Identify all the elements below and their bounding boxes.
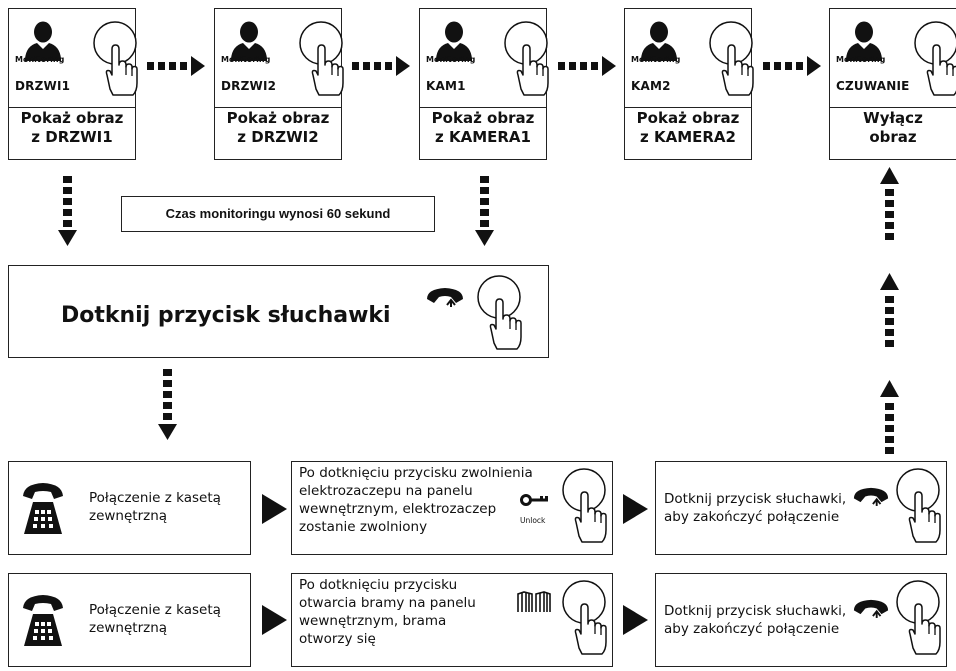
row1-unlock-text-1: Po dotknięciu przycisku zwolnienia <box>299 465 533 481</box>
row2-end-text-2: aby zakończyć połączenie <box>664 621 840 637</box>
row2-call-text-2: zewnętrzną <box>89 620 168 636</box>
intercom-phone-icon <box>20 482 66 536</box>
row1-call-text-2: zewnętrzną <box>89 508 168 524</box>
card-title-line-1: Wyłącz <box>863 109 923 127</box>
row2-gate-text-3: wewnętrznym, brama <box>299 613 447 629</box>
handset-instruction-text: Dotknij przycisk słuchawki <box>61 303 391 328</box>
card-title-line-2: z DRZWI1 <box>31 128 113 146</box>
card-title-line-1: Pokaż obraz <box>226 109 330 127</box>
card-title-line-1: Pokaż obraz <box>636 109 740 127</box>
row1-call-text-1: Połączenie z kasetą <box>89 490 221 506</box>
row1-unlock-text-4: zostanie zwolniony <box>299 519 428 535</box>
monitoring-label: Monitoring <box>836 55 886 64</box>
channel-label: KAM2 <box>631 79 671 93</box>
gate-icon <box>517 591 551 612</box>
row1-call-box: Połączenie z kasetą zewnętrzną <box>8 461 251 555</box>
monitoring-label: Monitoring <box>631 55 681 64</box>
card-title-line-2: obraz <box>869 128 917 146</box>
end-call-touch-button-icon[interactable] <box>892 578 944 662</box>
monitoring-label: Monitoring <box>15 55 65 64</box>
handset-hangup-icon <box>425 285 465 307</box>
row1-unlock-text-3: wewnętrznym, elektrozaczep <box>299 501 497 517</box>
monitoring-time-note: Czas monitoringu wynosi 60 sekund <box>121 196 435 232</box>
row2-gate-box: Po dotknięciu przycisku otwarcia bramy n… <box>291 573 613 667</box>
monitoring-label: Monitoring <box>426 55 476 64</box>
touch-button-icon[interactable] <box>473 273 525 357</box>
channel-label: KAM1 <box>426 79 466 93</box>
touch-button-icon[interactable] <box>500 19 552 103</box>
end-call-touch-button-icon[interactable] <box>892 466 944 550</box>
card-title-line-2: z KAMERA2 <box>640 128 736 146</box>
row1-unlock-text-2: elektrozaczepu na panelu <box>299 483 473 499</box>
row1-end-call-box: Dotknij przycisk słuchawki, aby zakończy… <box>655 461 947 555</box>
gate-touch-button-icon[interactable] <box>558 578 610 662</box>
row2-call-text-1: Połączenie z kasetą <box>89 602 221 618</box>
unlock-touch-button-icon[interactable] <box>558 466 610 550</box>
touch-button-icon[interactable] <box>705 19 757 103</box>
row2-gate-text-1: Po dotknięciu przycisku <box>299 577 458 593</box>
row2-gate-text-4: otworzy się <box>299 631 376 647</box>
monitoring-label: Monitoring <box>221 55 271 64</box>
card-title-line-1: Pokaż obraz <box>431 109 535 127</box>
touch-button-icon[interactable] <box>89 19 141 103</box>
touch-button-icon[interactable] <box>295 19 347 103</box>
unlock-label: Unlock <box>520 516 546 525</box>
handset-hangup-icon <box>852 597 890 618</box>
row2-call-box: Połączenie z kasetą zewnętrzną <box>8 573 251 667</box>
channel-label: DRZWI1 <box>15 79 71 93</box>
handset-instruction-box: Dotknij przycisk słuchawki <box>8 265 549 358</box>
channel-label: CZUWANIE <box>836 79 910 93</box>
row1-end-text-2: aby zakończyć połączenie <box>664 509 840 525</box>
row2-end-text-1: Dotknij przycisk słuchawki, <box>664 603 847 619</box>
touch-button-icon[interactable] <box>910 19 956 103</box>
card-title-line-2: z DRZWI2 <box>237 128 319 146</box>
intercom-phone-icon <box>20 594 66 648</box>
card-title-line-1: Pokaż obraz <box>20 109 124 127</box>
row1-unlock-box: Po dotknięciu przycisku zwolnienia elekt… <box>291 461 613 555</box>
channel-label: DRZWI2 <box>221 79 277 93</box>
row2-gate-text-2: otwarcia bramy na panelu <box>299 595 476 611</box>
card-title-line-2: z KAMERA1 <box>435 128 531 146</box>
key-icon <box>520 494 548 506</box>
handset-hangup-icon <box>852 485 890 506</box>
row2-end-call-box: Dotknij przycisk słuchawki, aby zakończy… <box>655 573 947 667</box>
row1-end-text-1: Dotknij przycisk słuchawki, <box>664 491 847 507</box>
